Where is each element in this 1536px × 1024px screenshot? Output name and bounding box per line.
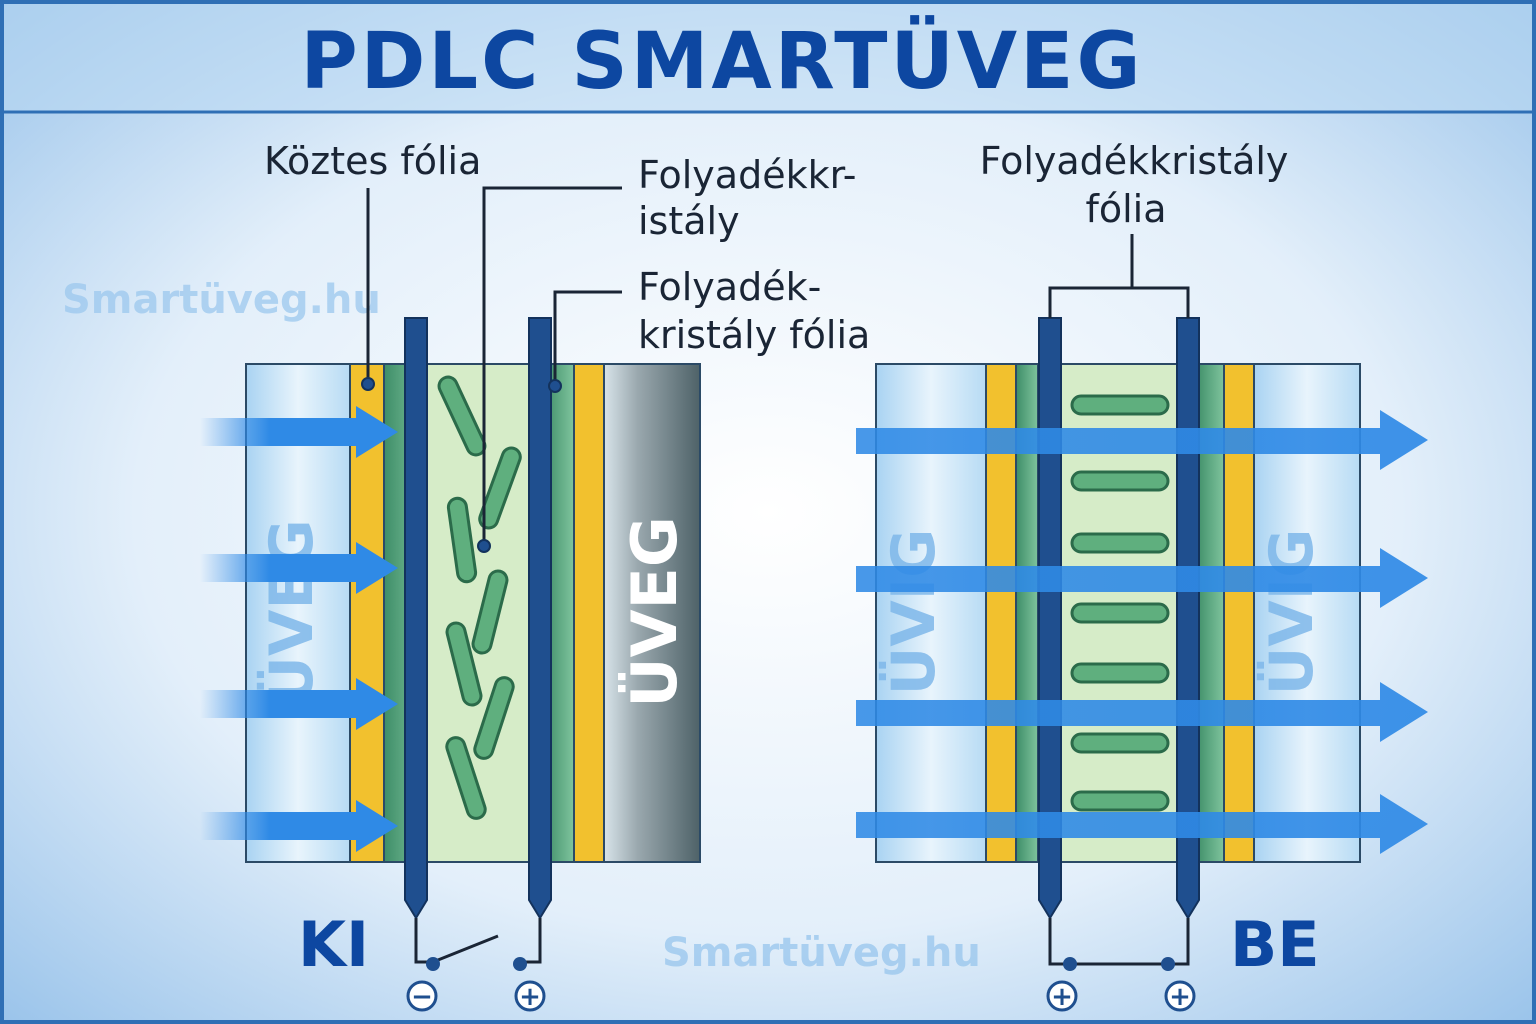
off-state-assembly: ÜVEG ÜVEG − + KI (200, 186, 701, 1012)
dot-liquid-crystal (477, 539, 491, 553)
crystal (1070, 662, 1170, 684)
on-circuit (1048, 918, 1190, 966)
off-electrode-left (404, 317, 428, 920)
label-liquid-crystal-line1: Folyadékkr- (638, 153, 857, 197)
label-liquid-crystal-line2: istály (638, 199, 740, 243)
on-electrode-left (1038, 317, 1062, 920)
off-outer-glass-label: ÜVEG (256, 519, 327, 704)
on-crystals (1070, 394, 1170, 812)
on-state-label: BE (1230, 908, 1320, 981)
on-node-left (1063, 957, 1077, 971)
off-light-arrow (200, 678, 398, 730)
dot-interlayer (361, 377, 375, 391)
off-outer-glass (245, 363, 351, 863)
off-electrode-right (528, 317, 552, 920)
off-switch-pivot (426, 957, 440, 971)
label-lc-film-line2: kristály fólia (638, 313, 870, 357)
off-switch-contact (513, 957, 527, 971)
dot-lc-film (548, 379, 562, 393)
on-electrode-right (1176, 317, 1200, 920)
leader-lc-film (553, 290, 622, 386)
on-terminal-left (1046, 980, 1078, 1012)
off-inner-glass (603, 363, 701, 863)
on-terminal-right-symbol: + (1169, 982, 1191, 1012)
off-terminal-minus (406, 980, 438, 1012)
off-switch-blade (432, 934, 499, 964)
off-light-arrow (200, 542, 398, 594)
off-interlayer-right (573, 363, 605, 863)
crystal (1070, 470, 1170, 492)
crystal (1070, 790, 1170, 812)
on-node-right (1161, 957, 1175, 971)
off-light-arrows (200, 406, 398, 852)
watermark-bottom: Smartüveg.hu (662, 930, 981, 976)
label-lc-film-line1: Folyadék- (638, 265, 821, 309)
off-terminal-minus-symbol: − (411, 982, 433, 1012)
on-light-arrow (856, 410, 1428, 470)
off-terminal-plus-symbol: + (519, 982, 541, 1012)
on-bracket (1048, 286, 1190, 318)
off-callout-lines (366, 186, 622, 546)
page-title: PDLC SMARTÜVEG (301, 15, 1144, 107)
crystal (478, 446, 522, 530)
on-state-assembly: ÜVIG ÜVIG + + BE (856, 234, 1428, 1012)
label-right-lc-film-line1: Folyadékkristály (980, 139, 1289, 183)
leader-liquid-crystal (482, 186, 622, 546)
on-light-arrow (856, 682, 1428, 742)
label-interlayer: Köztes fólia (264, 139, 481, 183)
crystal (473, 676, 515, 760)
watermark-top: Smartüveg.hu (62, 277, 381, 323)
off-light-arrow (200, 406, 398, 458)
crystal (1070, 394, 1170, 416)
crystal (1070, 602, 1170, 624)
off-inner-glass-label: ÜVEG (618, 516, 691, 708)
on-glass-left-label: ÜVIG (878, 529, 949, 696)
on-terminal-right (1164, 980, 1196, 1012)
title-band (0, 0, 1536, 112)
on-light-arrow (856, 794, 1428, 854)
label-right-lc-film-line2: fólia (1085, 187, 1166, 231)
on-light-arrows (856, 410, 1428, 854)
on-glass-right-label: ÜVIG (1256, 529, 1327, 696)
crystal (446, 496, 478, 584)
crystal (437, 375, 487, 457)
on-terminal-left-symbol: + (1051, 982, 1073, 1012)
crystal (445, 736, 487, 820)
off-terminal-plus (514, 980, 546, 1012)
on-light-arrow (856, 548, 1428, 608)
crystal (1070, 532, 1170, 554)
crystal (445, 621, 483, 707)
crystal (471, 569, 509, 655)
off-light-arrow (200, 800, 398, 852)
crystal (1070, 732, 1170, 754)
off-state-label: KI (298, 908, 369, 981)
off-crystals (437, 375, 522, 820)
